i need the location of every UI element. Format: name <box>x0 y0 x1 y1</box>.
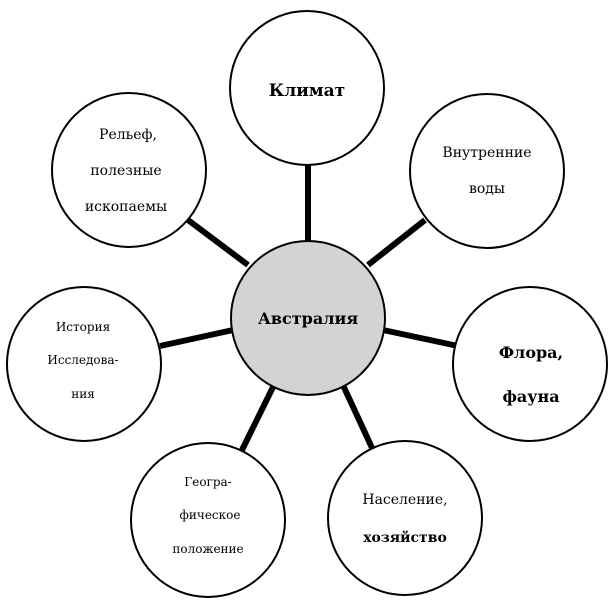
node-relief-line-1: Рельеф, <box>99 127 157 143</box>
connector-geo-polozhenie <box>239 381 278 452</box>
connector-flora-fauna <box>382 327 459 349</box>
node-flora-fauna: Флора, фауна <box>452 286 608 442</box>
node-relief-line-2: полезные <box>90 163 161 179</box>
node-flora-fauna-line-2: фауна <box>502 387 559 406</box>
node-klimat-label: Климат <box>269 81 345 101</box>
node-klimat: Климат <box>229 10 385 166</box>
node-flora-fauna-line-1: Флора, <box>499 343 563 362</box>
node-naselenie: Население, хозяйство <box>327 440 483 596</box>
node-vnutrennie-vody-line-2: воды <box>469 181 505 197</box>
node-geo-polozhenie-line-1: Геогра- <box>184 475 231 489</box>
center-node: Австралия <box>230 240 386 396</box>
connector-vnutrennie-vody <box>366 217 427 268</box>
node-vnutrennie-vody: Внутренние воды <box>409 93 565 249</box>
node-vnutrennie-vody-line-1: Внутренние <box>442 145 531 161</box>
connector-naselenie <box>339 381 376 452</box>
node-istoriya: История Исследова- ния <box>6 286 162 442</box>
node-relief: Рельеф, полезные ископаемы <box>51 92 207 248</box>
node-naselenie-line-2: хозяйство <box>363 529 447 546</box>
node-istoriya-line-2: Исследова- <box>47 353 118 367</box>
node-istoriya-line-1: История <box>56 320 110 334</box>
node-istoriya-line-3: ния <box>71 387 95 401</box>
connector-istoriya <box>159 327 234 349</box>
node-geo-polozhenie: Геогра- фическое положение <box>130 442 286 598</box>
node-geo-polozhenie-line-3: положение <box>172 542 243 556</box>
connector-relief <box>186 217 250 268</box>
node-relief-line-3: ископаемы <box>85 199 167 215</box>
node-naselenie-line-1: Население, <box>362 492 447 508</box>
node-geo-polozhenie-line-2: фическое <box>180 508 241 522</box>
center-label: Австралия <box>258 309 359 328</box>
